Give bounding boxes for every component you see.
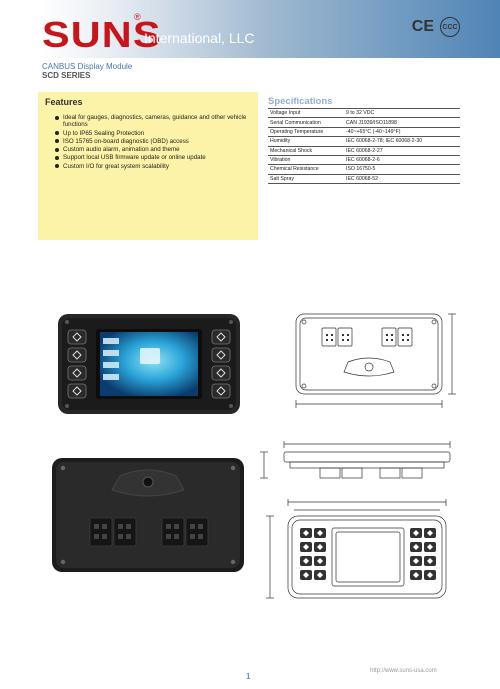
spec-value: CAN J1939/ISO11898 bbox=[344, 117, 460, 128]
ccc-mark: CCC bbox=[440, 17, 460, 37]
spec-value: 9 to 32 VDC bbox=[344, 107, 460, 119]
spec-label: Serial Communication bbox=[268, 117, 344, 128]
feature-item: ISO 15765 on-board diagnostic (OBD) acce… bbox=[55, 138, 251, 145]
spec-label: Chemical Resistance bbox=[268, 164, 344, 175]
spec-value: IEC 60068-2-6 bbox=[344, 155, 460, 166]
certification-marks: CE CCC bbox=[412, 17, 460, 37]
feature-item: Custom audio alarm, animation and theme bbox=[55, 146, 251, 153]
page-header: SUNS ® International, LLC CE CCC bbox=[0, 0, 500, 58]
display-front-photo bbox=[58, 314, 240, 414]
page-number: 1 bbox=[246, 672, 251, 681]
drawing-side-view bbox=[260, 441, 451, 479]
suns-logo: SUNS bbox=[42, 14, 162, 55]
feature-item: Support local USB firmware update or onl… bbox=[55, 154, 251, 161]
module-title: CANBUS Display Module bbox=[42, 62, 133, 71]
spec-value: -40~+65°C (-40~149°F) bbox=[344, 127, 460, 138]
spec-value: IEC 60068-2-27 bbox=[344, 146, 460, 156]
footer-url: http://www.suns-usa.com bbox=[370, 668, 437, 674]
feature-item: Up to IP65 Sealing Protection bbox=[55, 130, 251, 137]
company-name: International, LLC bbox=[144, 30, 255, 46]
spec-value: IEC 60068-52 bbox=[344, 174, 460, 185]
features-heading: Features bbox=[45, 97, 83, 107]
spec-label: Humidity bbox=[268, 136, 344, 147]
spec-label: Operating Temperature bbox=[268, 127, 344, 138]
registered-mark: ® bbox=[134, 12, 141, 22]
ce-mark: CE bbox=[411, 18, 434, 35]
spec-value: IEC 60068-2-78; IEC 60068-2-30 bbox=[344, 136, 460, 147]
specifications-heading: Specifications bbox=[268, 96, 333, 107]
series-title: SCD SERIES bbox=[42, 71, 91, 80]
drawing-back-view bbox=[295, 313, 456, 408]
features-box: Features Ideal for gauges, diagnostics, … bbox=[38, 92, 258, 240]
display-back-photo bbox=[52, 458, 244, 572]
spec-label: Salt Spray bbox=[268, 174, 344, 185]
table-row: Operating Temperature-40~+65°C (-40~149°… bbox=[268, 127, 460, 138]
spec-label: Voltage Input bbox=[268, 107, 344, 119]
spec-value: ISO 16750-5 bbox=[344, 164, 460, 175]
feature-item: Custom I/O for great system scalability bbox=[55, 163, 251, 170]
spec-label: Mechanical Shock bbox=[268, 146, 344, 156]
feature-item: Ideal for gauges, diagnostics, cameras, … bbox=[55, 114, 251, 129]
drawing-front-view bbox=[266, 499, 447, 599]
features-list: Ideal for gauges, diagnostics, cameras, … bbox=[45, 114, 251, 170]
spec-label: Vibration bbox=[268, 155, 344, 166]
